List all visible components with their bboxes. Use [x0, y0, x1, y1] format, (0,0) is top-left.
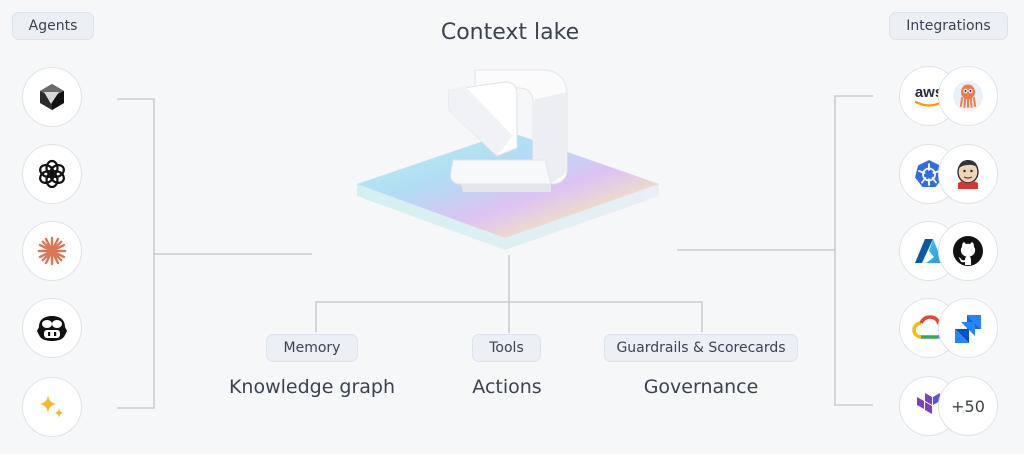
agent-gemini[interactable] — [22, 377, 82, 437]
jenkins-icon — [957, 160, 979, 189]
jira-icon — [955, 315, 981, 343]
memory-tag-label: Memory — [283, 340, 341, 356]
gemini-sparkle-icon — [39, 395, 64, 418]
agent-copilot[interactable] — [22, 298, 82, 358]
argo-icon — [953, 81, 983, 111]
knowledge-graph-label: Knowledge graph — [228, 376, 396, 398]
tools-tag: Tools — [472, 334, 541, 362]
agent-cursor[interactable] — [22, 67, 82, 127]
context-lake-illustration — [357, 69, 659, 250]
integration-github[interactable] — [938, 221, 998, 281]
page-title: Context lake — [440, 20, 580, 45]
terraform-icon — [917, 393, 940, 414]
github-icon — [953, 236, 983, 266]
agents-label: Agents — [28, 18, 78, 34]
openai-icon — [39, 159, 65, 189]
actions-label: Actions — [472, 376, 542, 398]
integration-more[interactable]: +50 — [938, 376, 998, 436]
integrations-pill: Integrations — [889, 12, 1008, 40]
cursor-icon — [40, 84, 64, 110]
agent-openai[interactable] — [22, 144, 82, 204]
integration-jira[interactable] — [938, 298, 998, 358]
integrations-label: Integrations — [906, 18, 991, 34]
aws-text: aws — [915, 84, 943, 101]
claude-icon — [37, 236, 67, 266]
integration-argo[interactable] — [938, 66, 998, 126]
memory-tag: Memory — [266, 334, 358, 362]
more-integrations-count: +50 — [951, 396, 985, 416]
integration-jenkins[interactable] — [938, 144, 998, 204]
agents-pill: Agents — [12, 12, 94, 40]
kubernetes-icon — [915, 160, 943, 187]
tools-tag-label: Tools — [489, 340, 524, 356]
copilot-icon — [37, 316, 67, 341]
guardrails-tag: Guardrails & Scorecards — [604, 334, 798, 362]
governance-label: Governance — [643, 376, 759, 398]
guardrails-tag-label: Guardrails & Scorecards — [616, 340, 786, 356]
agent-claude[interactable] — [22, 221, 82, 281]
